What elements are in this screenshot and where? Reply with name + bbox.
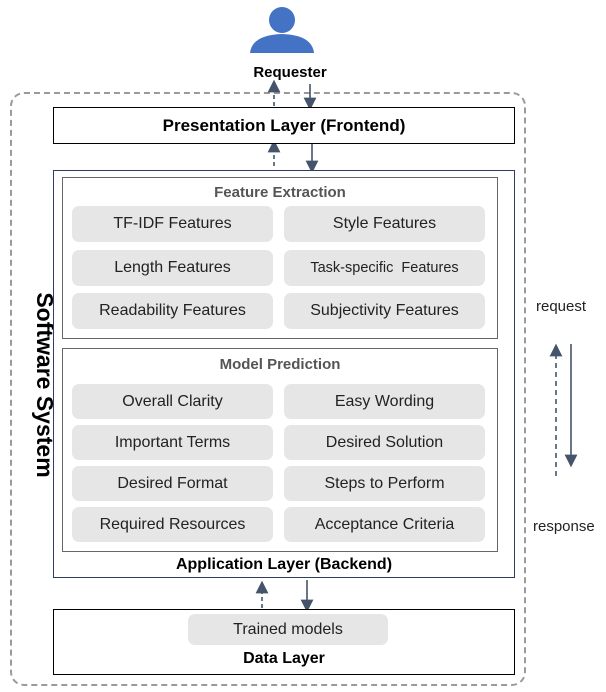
- feature-chip: Task-specific Features: [284, 250, 485, 286]
- prediction-chip: Desired Solution: [284, 425, 485, 460]
- feature-chip: Subjectivity Features: [284, 293, 485, 329]
- legend-response: response: [533, 518, 595, 535]
- model-prediction-title: Model Prediction: [219, 356, 341, 373]
- prediction-chip: Desired Format: [72, 466, 273, 501]
- feature-chip: Length Features: [72, 250, 273, 286]
- prediction-chip: Overall Clarity: [72, 384, 273, 419]
- feature-chip: Readability Features: [72, 293, 273, 329]
- feature-chip: TF-IDF Features: [72, 206, 273, 242]
- data-layer-label: Data Layer: [243, 650, 325, 667]
- prediction-chip: Acceptance Criteria: [284, 507, 485, 542]
- software-system-boundary: [10, 92, 526, 686]
- user-icon: [250, 7, 314, 53]
- legend-request: request: [536, 298, 587, 315]
- presentation-layer: Presentation Layer (Frontend): [53, 107, 515, 144]
- feature-chip: Style Features: [284, 206, 485, 242]
- application-layer-label: Application Layer (Backend): [175, 556, 393, 573]
- prediction-chip: Steps to Perform: [284, 466, 485, 501]
- prediction-chip: Required Resources: [72, 507, 273, 542]
- prediction-chip: Easy Wording: [284, 384, 485, 419]
- prediction-chip: Important Terms: [72, 425, 273, 460]
- trained-models-chip: Trained models: [188, 614, 388, 645]
- requester-label: Requester: [253, 63, 327, 81]
- feature-extraction-title: Feature Extraction: [214, 184, 346, 201]
